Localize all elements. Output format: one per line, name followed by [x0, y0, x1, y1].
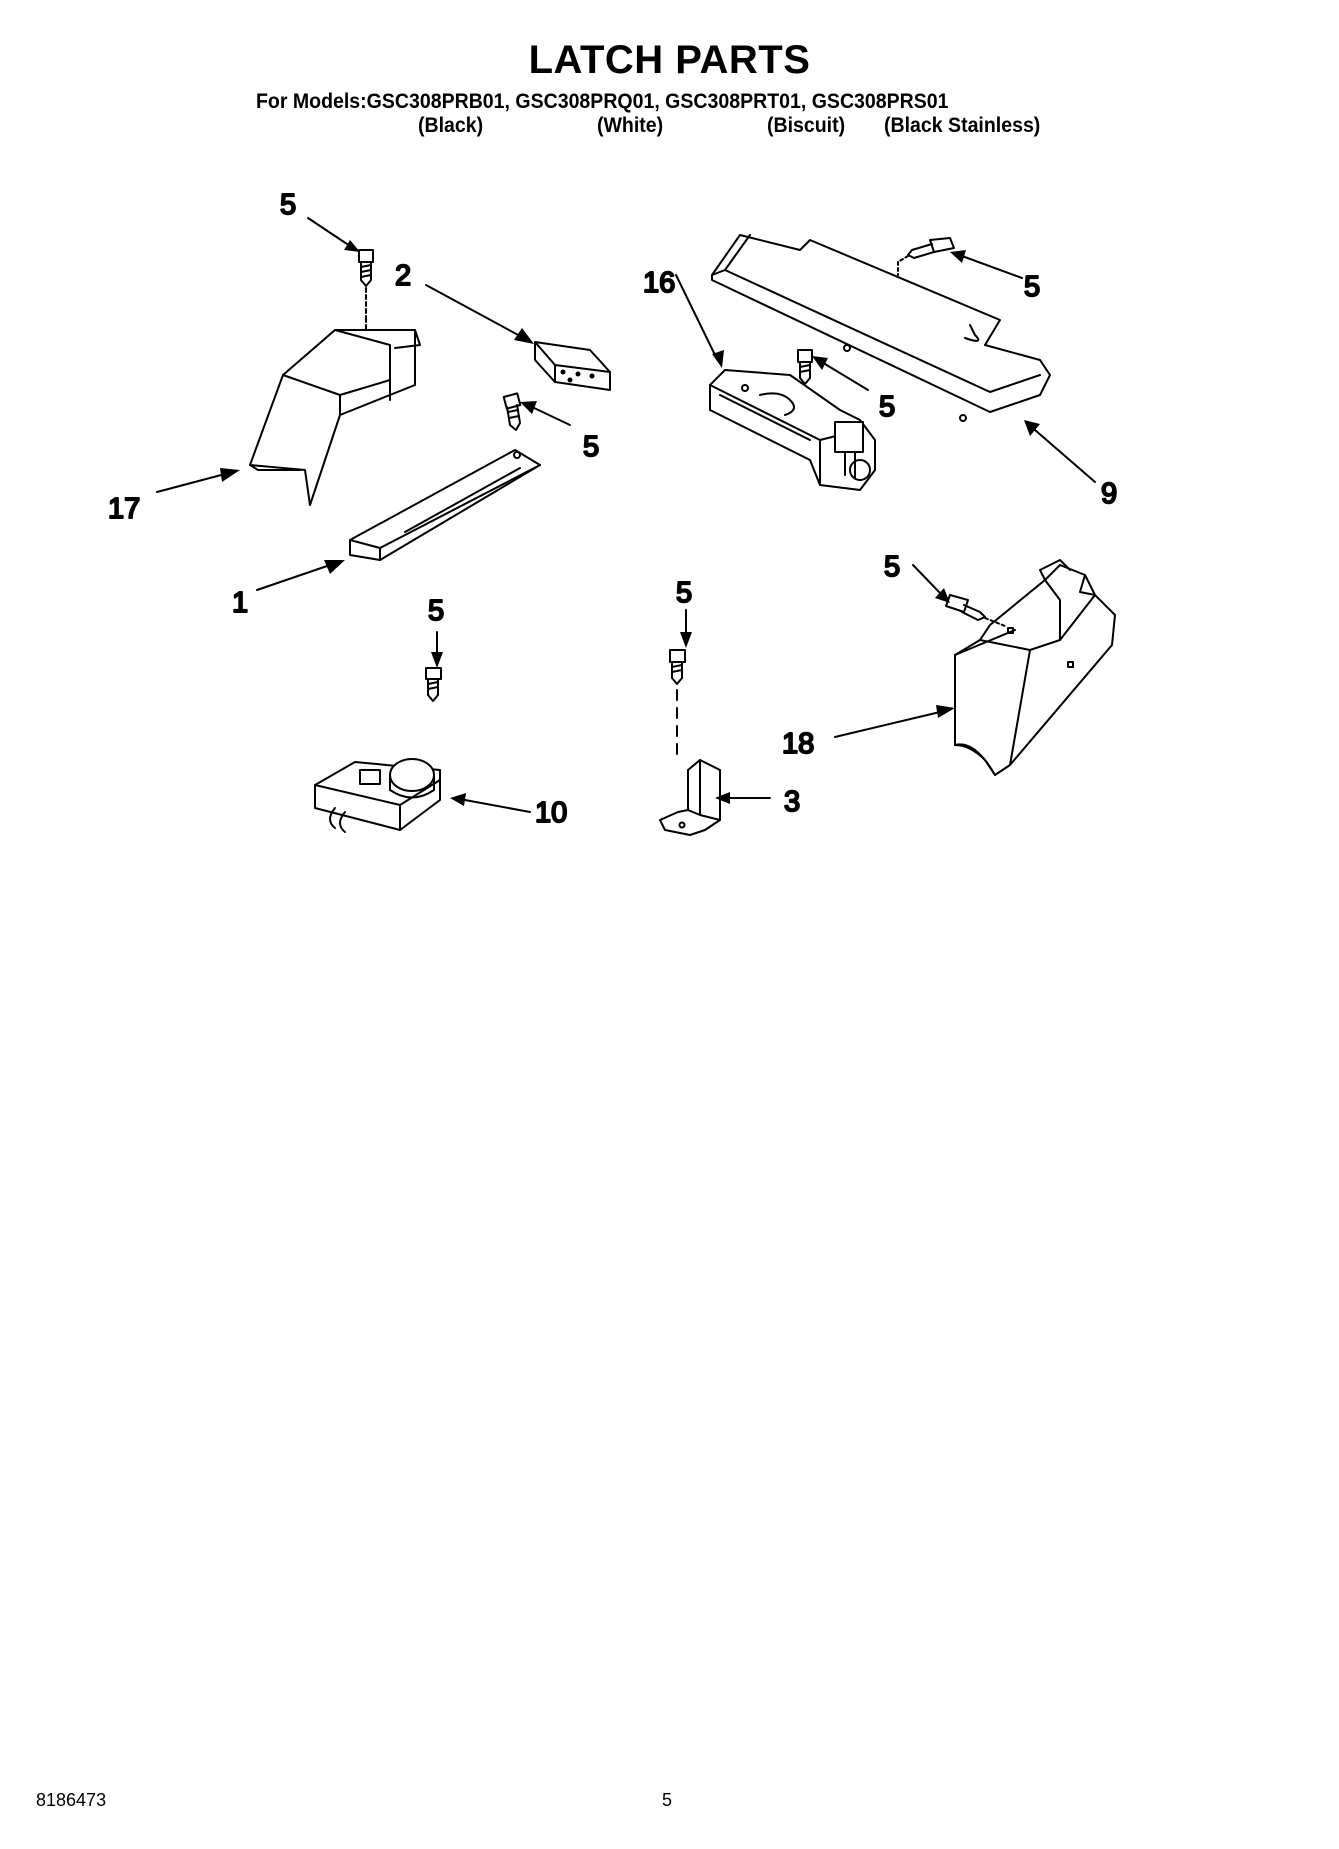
callout-5-c: 5 — [428, 595, 444, 627]
callout-5-d: 5 — [1024, 271, 1040, 303]
part-16-latch-mechanism — [709, 369, 876, 491]
screw-5-top-left — [358, 249, 374, 319]
screw-5-mid-left — [502, 392, 522, 431]
color-white: (White) — [597, 114, 664, 137]
callout-5-g: 5 — [676, 577, 692, 609]
color-black: (Black) — [418, 114, 484, 137]
page-number: 5 — [662, 1790, 673, 1810]
callout-9: 9 — [1101, 478, 1117, 510]
color-biscuit: (Biscuit) — [767, 114, 846, 137]
callout-5-b: 5 — [583, 431, 599, 463]
part-9-bracket-bar — [711, 234, 1051, 422]
callout-3: 3 — [784, 786, 800, 818]
arrowheads — [220, 240, 1040, 806]
page-title: LATCH PARTS — [528, 38, 811, 82]
part-3-clip — [659, 759, 721, 836]
callout-18: 18 — [782, 728, 814, 760]
model-list: For Models:GSC308PRB01, GSC308PRQ01, GSC… — [256, 90, 949, 113]
part-1-strip — [349, 449, 541, 561]
callout-2: 2 — [395, 260, 411, 292]
screw-5-mid-right — [797, 349, 813, 385]
part-17-latch-cover — [249, 317, 421, 506]
callout-5-f: 5 — [884, 551, 900, 583]
color-black-stainless: (Black Stainless) — [884, 114, 1041, 137]
part-18-shield — [954, 559, 1116, 776]
callout-5-a: 5 — [280, 189, 296, 221]
part-10-switch — [314, 758, 441, 833]
document-number: 8186473 — [36, 1790, 107, 1810]
leader-lines — [156, 217, 1096, 813]
screw-5-lower-right — [945, 594, 1006, 627]
screw-5-top-right — [897, 237, 955, 263]
callout-1: 1 — [232, 587, 248, 619]
callout-17: 17 — [108, 493, 140, 525]
callout-5-e: 5 — [879, 391, 895, 423]
screw-5-lower-center — [669, 649, 686, 761]
callout-10: 10 — [535, 797, 567, 829]
part-2-block — [534, 341, 611, 391]
screw-5-lower-left — [425, 667, 442, 702]
callout-16: 16 — [643, 267, 675, 299]
